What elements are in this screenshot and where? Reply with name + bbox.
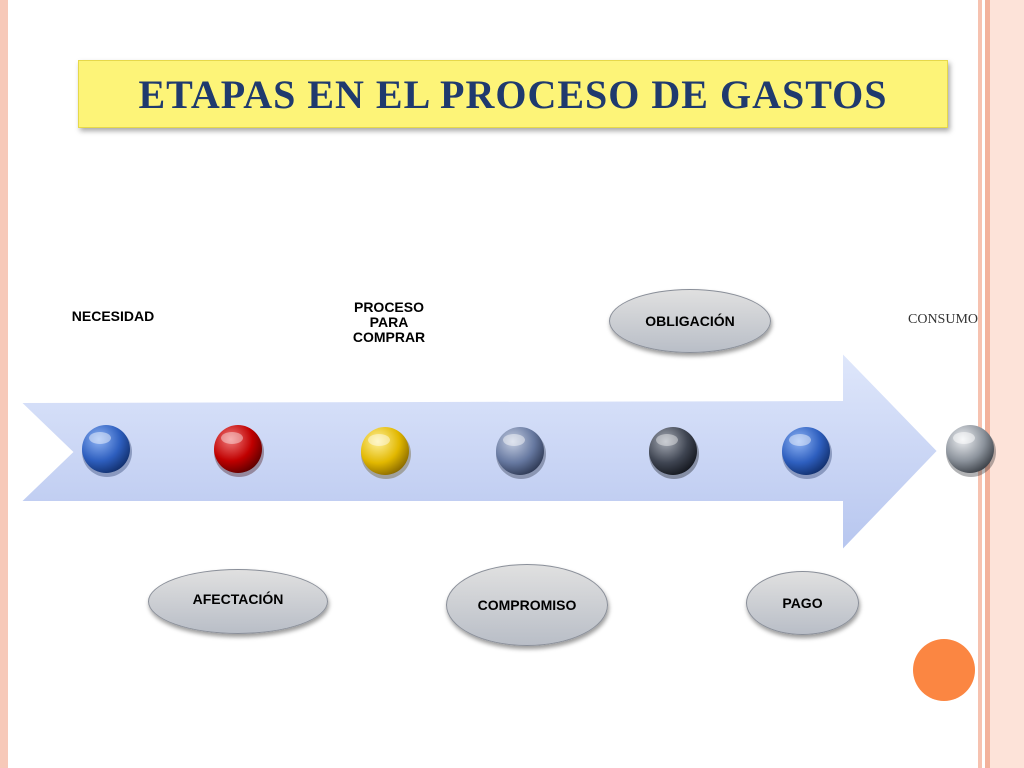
title-box: ETAPAS EN EL PROCESO DE GASTOS (78, 60, 948, 128)
stage-marker-5 (649, 427, 699, 479)
compromiso-text: COMPROMISO (477, 597, 577, 613)
stage-marker-6 (782, 427, 832, 479)
left-border-stripe (0, 0, 8, 768)
right-border-stripes (976, 0, 1024, 768)
afectacion-text: AFECTACIÓN (192, 590, 284, 607)
proceso-line1: PROCESO (353, 299, 424, 315)
necesidad-text: NECESIDAD (71, 308, 155, 324)
stage-marker-4 (496, 427, 546, 479)
decorative-orange-dot (913, 639, 975, 701)
stage-marker-3 (361, 427, 411, 479)
proceso-line2: PARA (369, 314, 409, 330)
proceso-line3: COMPRAR (352, 329, 426, 345)
page-title: ETAPAS EN EL PROCESO DE GASTOS (138, 71, 888, 117)
stage-marker-7 (946, 425, 996, 477)
timeline-arrow (17, 349, 940, 554)
label-necesidad: NECESIDAD (58, 309, 168, 324)
stage-marker-1 (82, 425, 132, 477)
obligacion-text: OBLIGACIÓN (645, 313, 735, 329)
oval-pago: PAGO (746, 571, 859, 635)
label-proceso-para-comprar: PROCESO PARA COMPRAR (334, 300, 444, 345)
pago-text: PAGO (782, 595, 823, 611)
oval-obligacion: OBLIGACIÓN (609, 289, 771, 353)
oval-afectacion: AFECTACIÓN (148, 569, 328, 634)
label-consumo: CONSUMO (908, 312, 979, 327)
stage-marker-2 (214, 425, 264, 477)
oval-compromiso: COMPROMISO (446, 564, 608, 646)
